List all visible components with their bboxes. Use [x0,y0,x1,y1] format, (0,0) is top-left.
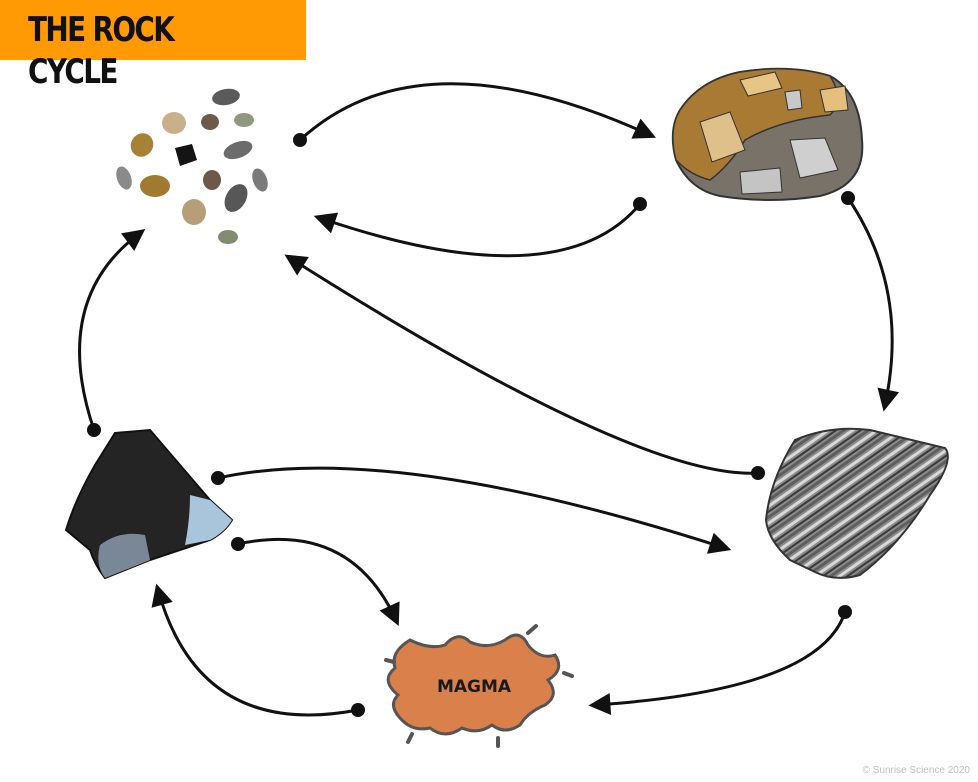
arrow-start-dot [633,197,647,211]
page-title: THE ROCK CYCLE [28,10,175,92]
arrow-start-dot [231,537,245,551]
arrow-start-dot [841,191,855,205]
arrow-sediment-to-sedimentary [298,82,657,142]
magma-splat-icon: MAGMA [384,624,574,748]
arrow-start-dot [211,471,225,485]
magma-label: MAGMA [437,677,512,697]
igneous-rock-icon [64,428,234,580]
arrow-start-dot [293,133,307,147]
arrow-start-dot [838,605,852,619]
arrow-sedimentary-to-sediment [313,203,642,258]
metamorphic-rock-icon [764,427,949,579]
sediment-pebbles-icon [116,88,268,244]
arrow-start-dot [87,423,101,437]
arrow-start-dot [751,466,765,480]
arrow-sedimentary-to-metamorphic [846,197,900,412]
arrow-magma-to-igneous [151,583,359,717]
arrow-igneous-to-metamorphic [217,466,732,554]
arrow-metamorphic-to-sediment [284,254,759,475]
arrow-metamorphic-to-magma [588,611,847,715]
title-banner: THE ROCK CYCLE [0,0,306,92]
arrow-igneous-to-sediment [78,229,146,431]
copyright-notice: © Sunrise Science 2020 [862,765,970,776]
arrow-start-dot [351,703,365,717]
arrow-igneous-to-magma [237,537,400,626]
sedimentary-rock-icon [671,67,864,201]
